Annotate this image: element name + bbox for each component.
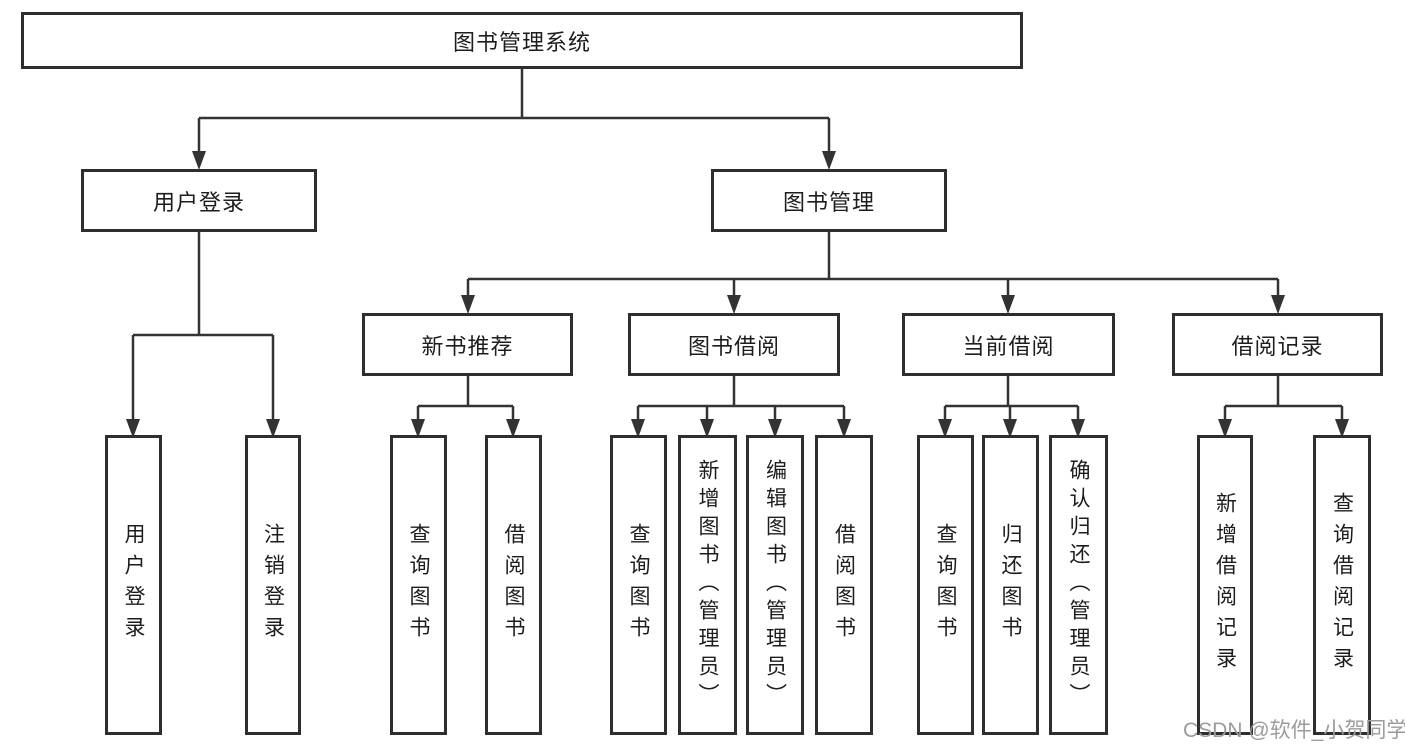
leaf-label: 归还图书 <box>999 523 1022 647</box>
leaf-label: 注销登录 <box>261 523 285 647</box>
node-borrow-books-1: 借阅图书 <box>485 435 542 735</box>
node-add-borrow-record: 新增借阅记录 <box>1197 435 1253 735</box>
node-book-management: 图书管理 <box>711 169 947 232</box>
leaf-label: 借阅图书 <box>832 523 856 647</box>
leaf-label: 新增借阅记录 <box>1213 492 1237 678</box>
node-user-login: 用户登录 <box>81 169 317 232</box>
leaf-label: 新增图书（管理员） <box>696 459 719 711</box>
node-current-borrow: 当前借阅 <box>902 313 1115 376</box>
node-borrow-books-2: 借阅图书 <box>815 435 873 735</box>
node-logout: 注销登录 <box>245 435 301 735</box>
leaf-label: 确认归还（管理员） <box>1067 459 1090 711</box>
watermark: CSDN @软件_小贺同学 <box>1183 719 1405 742</box>
node-add-books-admin: 新增图书（管理员） <box>678 435 737 735</box>
leaf-label: 查询借阅记录 <box>1330 492 1354 678</box>
leaf-label: 查询图书 <box>627 523 650 647</box>
leaf-label: 借阅图书 <box>502 523 525 647</box>
leaf-label: 用户登录 <box>122 523 145 647</box>
node-query-books-1: 查询图书 <box>390 435 447 735</box>
node-book-borrow: 图书借阅 <box>628 313 840 376</box>
node-query-books-2: 查询图书 <box>610 435 667 735</box>
leaf-label: 查询图书 <box>407 523 430 647</box>
leaf-label: 查询图书 <box>934 523 957 647</box>
node-edit-books-admin: 编辑图书（管理员） <box>746 435 804 735</box>
node-borrow-records: 借阅记录 <box>1172 313 1383 376</box>
node-query-books-3: 查询图书 <box>917 435 974 735</box>
node-confirm-return-admin: 确认归还（管理员） <box>1049 435 1108 735</box>
node-root: 图书管理系统 <box>21 12 1023 69</box>
node-return-books: 归还图书 <box>982 435 1039 735</box>
leaf-label: 编辑图书（管理员） <box>763 459 787 711</box>
node-user-login-leaf: 用户登录 <box>105 435 162 735</box>
node-query-borrow-record: 查询借阅记录 <box>1313 435 1371 735</box>
node-new-book-recommend: 新书推荐 <box>362 313 573 376</box>
